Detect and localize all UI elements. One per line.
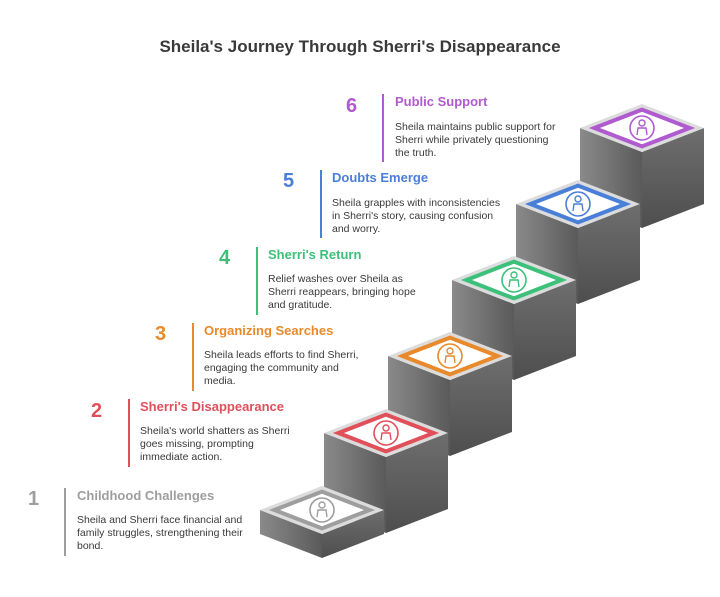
step-heading: Doubts Emerge	[332, 170, 429, 185]
step-description: Relief washes over Sheila as Sherri reap…	[268, 273, 416, 311]
step-description: Sheila grapples with inconsistencies in …	[332, 197, 501, 235]
step-heading: Childhood Challenges	[77, 488, 215, 503]
step-number: 2	[91, 400, 103, 422]
step-divider	[64, 488, 66, 556]
stair-step-2	[324, 409, 448, 457]
step-divider	[320, 170, 322, 238]
step-description: Sheila and Sherri face financial and fam…	[77, 514, 243, 552]
step-heading: Sherri's Return	[268, 247, 362, 262]
step-heading: Organizing Searches	[204, 323, 334, 338]
step-divider	[382, 94, 384, 162]
step-divider	[256, 247, 258, 315]
step-description: Sheila leads efforts to find Sherri, eng…	[204, 349, 359, 387]
stair-step-5	[516, 180, 640, 228]
step-number: 5	[283, 170, 295, 192]
step-number: 4	[219, 247, 231, 269]
step-heading: Public Support	[395, 94, 488, 109]
group-people-icon	[437, 343, 463, 369]
reunion-icon	[501, 267, 527, 293]
running-person-icon	[373, 420, 399, 446]
diagram-title: Sheila's Journey Through Sherri's Disapp…	[159, 37, 561, 56]
step-number: 3	[155, 323, 167, 345]
confused-person-icon	[565, 191, 591, 217]
stair-step-6	[580, 104, 704, 152]
stair-step-3	[388, 332, 512, 380]
stair-step-4	[452, 256, 576, 304]
step-number: 1	[28, 488, 40, 510]
megaphone-person-icon	[629, 115, 655, 141]
step-heading: Sherri's Disappearance	[140, 399, 284, 414]
step-description: Sheila's world shatters as Sherri goes m…	[140, 425, 290, 463]
step-number: 6	[346, 95, 358, 117]
step-description: Sheila maintains public support for Sher…	[395, 121, 556, 159]
step-divider	[128, 399, 130, 467]
stair-step-1	[260, 486, 384, 534]
parent-child-icon	[309, 497, 335, 523]
step-divider	[192, 323, 194, 391]
